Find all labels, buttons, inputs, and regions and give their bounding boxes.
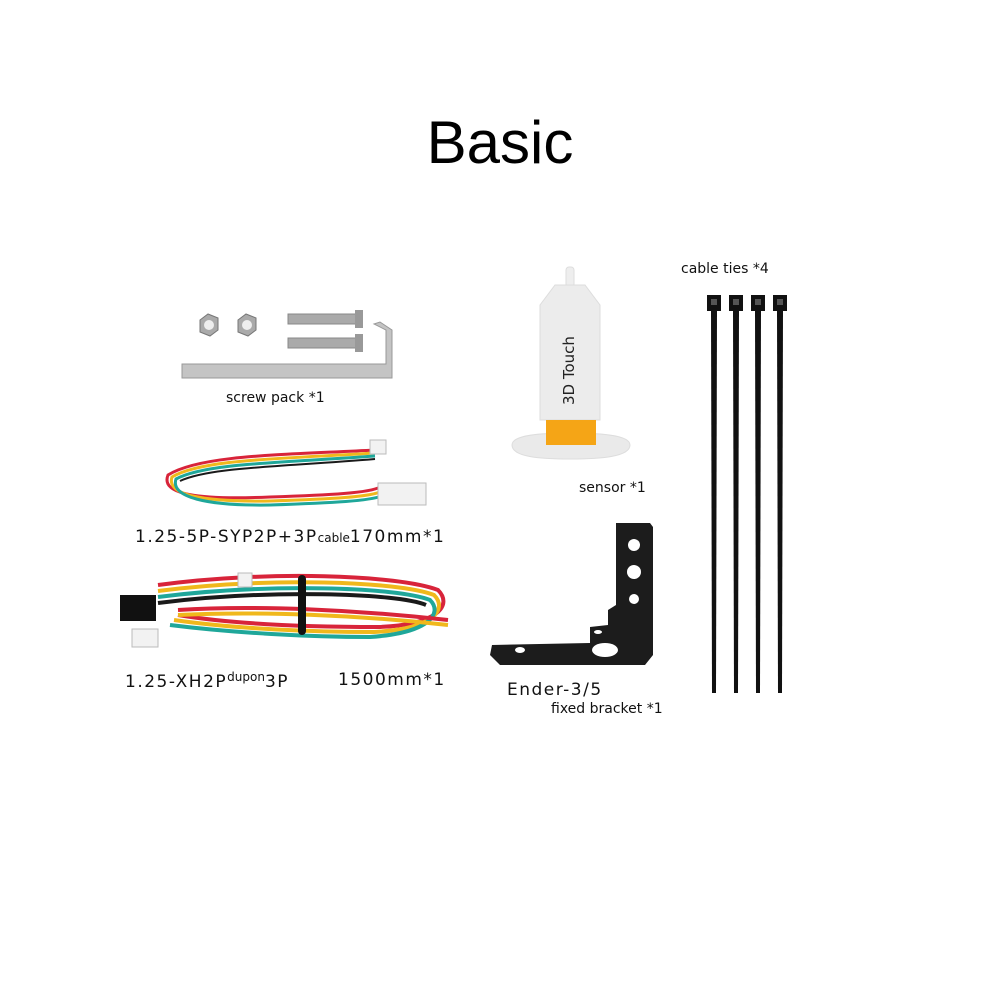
bracket-image — [490, 523, 653, 665]
screw-pack-image — [181, 310, 393, 379]
screw-pack-label: screw pack *1 — [226, 390, 325, 406]
long-cable-image — [120, 572, 449, 648]
long-cable-length: 1500mm*1 — [338, 670, 446, 690]
long-cable-label: 1.25-XH2Pdupon3P — [125, 670, 290, 692]
sensor-label: sensor *1 — [579, 480, 646, 496]
cable-ties-label: cable ties *4 — [681, 261, 769, 277]
short-cable-label: 1.25-5P-SYP2P+3Pcable170mm*1 — [135, 527, 446, 547]
sensor-image: 3D Touch — [511, 266, 631, 460]
bracket-label: fixed bracket *1 — [551, 701, 663, 717]
bracket-model-label: Ender-3/5 — [507, 680, 603, 700]
page-title: Basic — [426, 109, 574, 176]
cable-ties-image — [707, 295, 787, 693]
short-cable-image — [165, 439, 427, 507]
sensor-print: 3D Touch — [560, 336, 578, 405]
